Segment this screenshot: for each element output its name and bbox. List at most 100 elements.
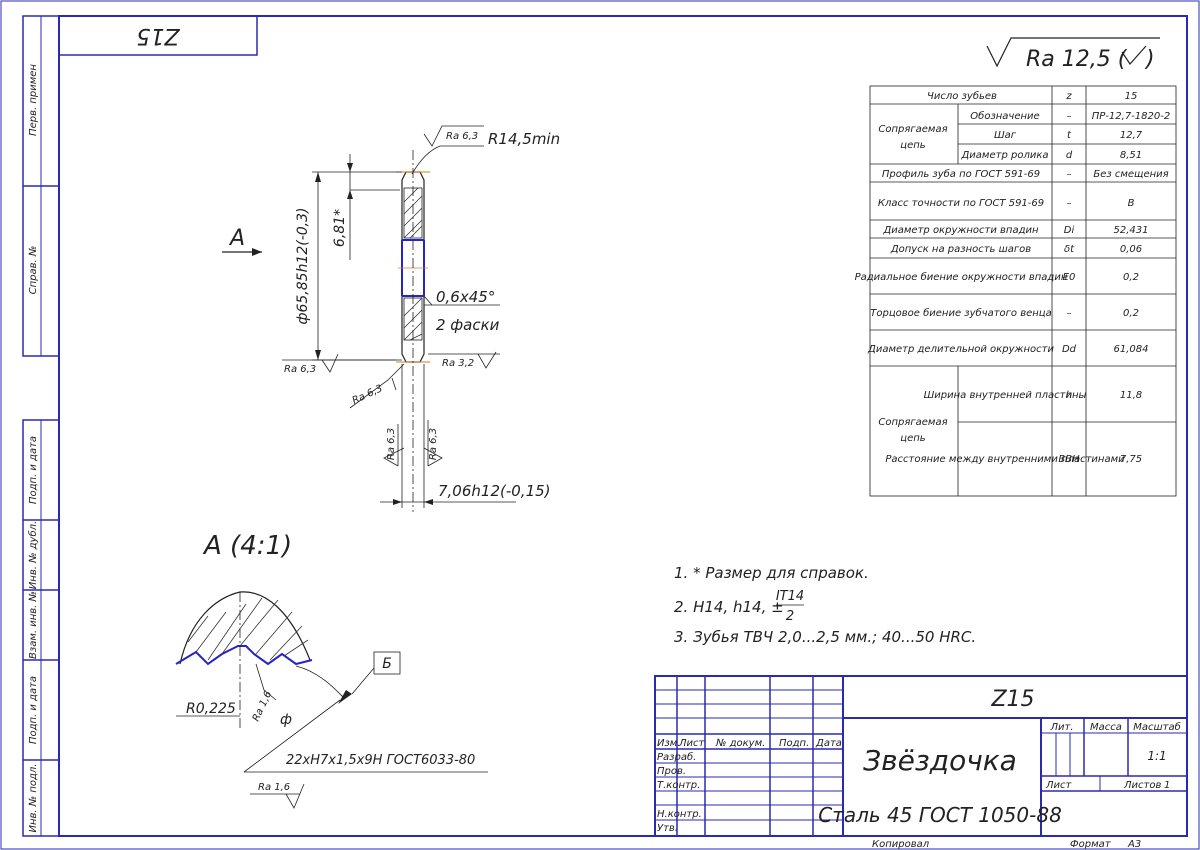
- row-sym: Di: [1064, 225, 1075, 236]
- view-a-label: А: [228, 226, 245, 251]
- row-value: 0,2: [1123, 272, 1139, 283]
- row-name: Торцовое биение зубчатого венца: [870, 307, 1051, 319]
- row-value: 8,51: [1120, 150, 1142, 161]
- row-name: Расстояние между внутренними пластинами: [885, 454, 1125, 465]
- row-sym: –: [1067, 308, 1072, 319]
- row-group-chain-2a: Сопрягаемая: [878, 417, 947, 428]
- row-value: 52,431: [1114, 225, 1149, 236]
- tb-part-name: Звёздочка: [863, 744, 1017, 777]
- row-sym: –: [1067, 169, 1072, 180]
- technical-notes: 1. * Размер для справок. 2. Н14, h14, ± …: [674, 564, 976, 646]
- svg-text:): ): [1144, 47, 1155, 72]
- row-value: 61,084: [1114, 344, 1149, 355]
- dim-r0225: R0,225: [186, 701, 236, 717]
- row-sym: h: [1066, 390, 1072, 401]
- ra-under: Ra 6,3: [351, 383, 385, 407]
- row-sym: –: [1067, 111, 1072, 122]
- tb-role-nkontr: Н.контр.: [657, 809, 702, 820]
- dim-radius: R14,5min: [488, 130, 560, 148]
- row-name: Допуск на разность шагов: [890, 244, 1031, 255]
- tb-role-prov: Пров.: [657, 766, 686, 777]
- row-name: Шаг: [994, 130, 1017, 141]
- row-sym: E0: [1063, 272, 1076, 283]
- row-sym: –: [1067, 198, 1072, 209]
- row-name: Профиль зуба по ГОСТ 591-69: [882, 168, 1040, 180]
- parameters-table: Число зубьев z 15 Сопрягаемая цепь Обозн…: [855, 85, 1177, 497]
- stamp-sprav: Справ. №: [28, 246, 39, 295]
- tb-material: Сталь 45 ГОСТ 1050-88: [818, 803, 1062, 827]
- tb-doc: № докум.: [715, 738, 765, 749]
- tb-scale-value: 1:1: [1147, 749, 1166, 763]
- row-name: Обозначение: [970, 110, 1039, 122]
- title-block: Изм. Лист № докум. Подп. Дата Разраб. Пр…: [654, 675, 1188, 837]
- note-2: 2. Н14, h14, ±: [674, 598, 784, 616]
- dim-small-reference: 6,81*: [332, 209, 348, 247]
- ra-v1: Ra 6,3: [386, 428, 397, 460]
- general-roughness: Ra 12,5 ( ): [986, 37, 1160, 72]
- footer-format-label: Формат: [1070, 839, 1112, 850]
- note-2-numerator: IT14: [776, 589, 804, 604]
- corner-designation-box: Z15: [58, 15, 258, 56]
- row-sym: z: [1065, 91, 1072, 102]
- stamp-podp-data-1: Подп. и дата: [28, 436, 39, 504]
- tb-mass-label: Масса: [1090, 722, 1122, 733]
- tb-sheets-label: Листов: [1123, 780, 1161, 791]
- tb-designation: Z15: [990, 687, 1034, 712]
- tb-role-utv: Утв.: [657, 823, 678, 834]
- row-value: Без смещения: [1093, 169, 1168, 180]
- stamp-inv-podl: Инв. № подл.: [28, 764, 39, 833]
- detail-title: А (4:1): [202, 531, 292, 561]
- row-group-chain-1a: Сопрягаемая: [878, 124, 947, 135]
- footer-copied: Копировал: [872, 839, 930, 850]
- ra-32: Ra 3,2: [442, 358, 474, 369]
- part-section-view: ф65,85h12(-0,3) 6,81* А R14,5min Ra 6,3 …: [222, 125, 560, 512]
- row-value: 12,7: [1120, 130, 1143, 141]
- tb-izm: Изм.: [657, 738, 681, 749]
- ra-v2: Ra 6,3: [428, 428, 439, 460]
- tb-list: Лист: [678, 738, 706, 749]
- row-sym: Dd: [1062, 344, 1077, 355]
- tb-sheet-label: Лист: [1045, 780, 1073, 791]
- footer-format-value: A3: [1127, 839, 1141, 850]
- stamp-perv-primen: Перв. примен: [28, 64, 39, 136]
- note-1: 1. * Размер для справок.: [674, 564, 869, 582]
- tb-lit-label: Лит.: [1049, 722, 1073, 733]
- row-group-chain-2b: цепь: [900, 433, 925, 444]
- dim-diameter: ф65,85h12(-0,3): [295, 208, 311, 325]
- tb-data: Дата: [815, 738, 842, 749]
- tb-role-tkontr: Т.контр.: [657, 780, 700, 791]
- tb-sheets-value: 1: [1164, 780, 1170, 791]
- left-stamp-columns: Перв. примен Справ. № Подп. и дата Инв. …: [22, 15, 60, 837]
- row-value: 11,8: [1120, 390, 1142, 401]
- stamp-podp-data-2: Подп. и дата: [28, 676, 39, 744]
- row-value: 0,06: [1120, 244, 1142, 255]
- tb-podp: Подп.: [779, 738, 809, 749]
- row-value: В: [1128, 198, 1135, 209]
- dim-phi: ф: [280, 712, 292, 728]
- label-b: Б: [382, 656, 392, 672]
- note-3: 3. Зубья ТВЧ 2,0...2,5 мм.; 40...50 HRC.: [674, 628, 976, 646]
- row-sym: t: [1067, 130, 1072, 141]
- ra-16-a: Ra 1,6: [251, 689, 275, 723]
- row-sym: d: [1066, 150, 1073, 161]
- row-sym: δt: [1064, 244, 1075, 255]
- row-name: Радиальное биение окружности впадин: [855, 271, 1068, 283]
- ra-top: Ra 6,3: [446, 131, 478, 142]
- dim-chamfer: 0,6х45°: [436, 288, 495, 306]
- ra-left: Ra 6,3: [284, 364, 316, 375]
- row-group-chain-1b: цепь: [900, 140, 925, 151]
- ra-16-b: Ra 1,6: [258, 782, 290, 793]
- tb-scale-label: Масштаб: [1133, 721, 1181, 733]
- row-value: 0,2: [1123, 308, 1139, 319]
- roughness-general-text: Ra 12,5 (: [1026, 47, 1128, 72]
- row-sym: BBH: [1058, 454, 1080, 465]
- row-name: Число зубьев: [927, 90, 997, 102]
- corner-code: Z15: [136, 23, 180, 48]
- detail-view-a: А (4:1) R0,225 Ra 1,6 ф 22хН7х1,5х9Н ГОС…: [175, 531, 488, 809]
- row-value: 15: [1125, 91, 1138, 102]
- row-name: Класс точности по ГОСТ 591-69: [878, 198, 1044, 209]
- stamp-inv-dubl: Инв. № дубл.: [27, 521, 39, 589]
- dim-width: 7,06h12(-0,15): [438, 482, 551, 500]
- row-name: Диаметр ролика: [960, 150, 1048, 161]
